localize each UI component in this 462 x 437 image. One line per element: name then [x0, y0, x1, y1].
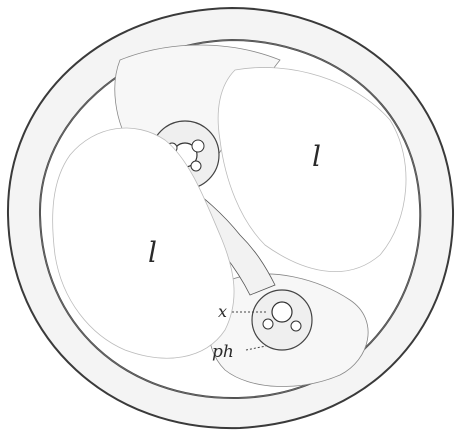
xylem-label: x	[218, 302, 227, 321]
lacuna-right-label: l	[312, 140, 321, 173]
lacuna-left-label: l	[148, 236, 157, 269]
vascular-bundle-lower	[252, 290, 312, 350]
phloem-label: ph	[212, 342, 234, 362]
